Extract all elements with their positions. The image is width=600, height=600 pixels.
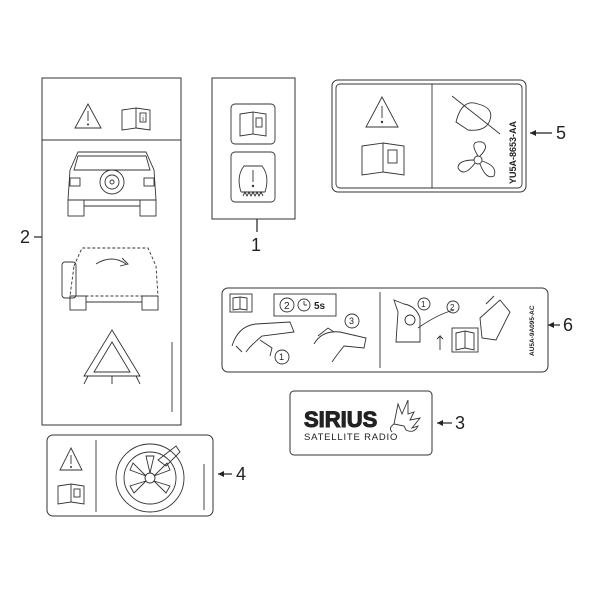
step-time: 5s	[314, 301, 326, 312]
label-part-3: SIRIUS SATELLITE RADIO	[289, 390, 433, 456]
sirius-dog-logo	[389, 399, 422, 433]
sirius-brand: SIRIUS	[304, 407, 377, 432]
timer-icon	[297, 298, 311, 312]
fuel-can-icon: 1 2	[393, 295, 511, 353]
svg-text:i: i	[142, 116, 144, 123]
manual-icon	[361, 142, 405, 176]
callout-2: 2	[20, 227, 30, 247]
manual-icon	[230, 103, 276, 145]
manual-icon	[229, 293, 253, 313]
callout-6: 6	[563, 315, 573, 335]
label-part-2: i	[41, 77, 182, 426]
step-number: 3	[349, 316, 354, 326]
warning-triangle-icon	[365, 96, 399, 128]
step-number: 2	[450, 303, 455, 312]
manual-icon	[57, 483, 85, 505]
part-code-6: AU5A-9A095-AC	[529, 305, 536, 356]
warning-triangle-icon	[59, 446, 83, 471]
spare-wheel-icon	[115, 443, 205, 513]
fuel-nozzle-icon: 1 3	[231, 313, 367, 365]
callout-5: 5	[556, 123, 566, 143]
warning-triangle-icon	[74, 103, 102, 129]
spare-tire-removal-icon	[61, 247, 159, 311]
fan-icon	[457, 141, 496, 178]
suv-rear-view-icon	[67, 151, 157, 217]
part-code-5: YU5A-8653-AA	[508, 120, 518, 184]
no-hands-icon	[451, 95, 501, 135]
label-part-4	[46, 434, 214, 517]
callout-4: 4	[236, 464, 246, 484]
sirius-subtitle: SATELLITE RADIO	[304, 432, 398, 443]
step-number: 2	[284, 301, 290, 312]
tire-pressure-warning-icon	[230, 151, 276, 203]
callout-3: 3	[455, 413, 465, 433]
label-part-5: YU5A-8653-AA	[331, 79, 527, 193]
label-part-6: 2 5s 1 3 1 2	[221, 287, 549, 373]
warning-triangle-stand-icon	[83, 329, 173, 412]
step-number: 1	[421, 300, 426, 309]
callout-1: 1	[251, 235, 261, 255]
label-part-1	[211, 77, 296, 220]
step-number: 1	[279, 352, 284, 362]
manual-icon: i	[121, 107, 151, 131]
